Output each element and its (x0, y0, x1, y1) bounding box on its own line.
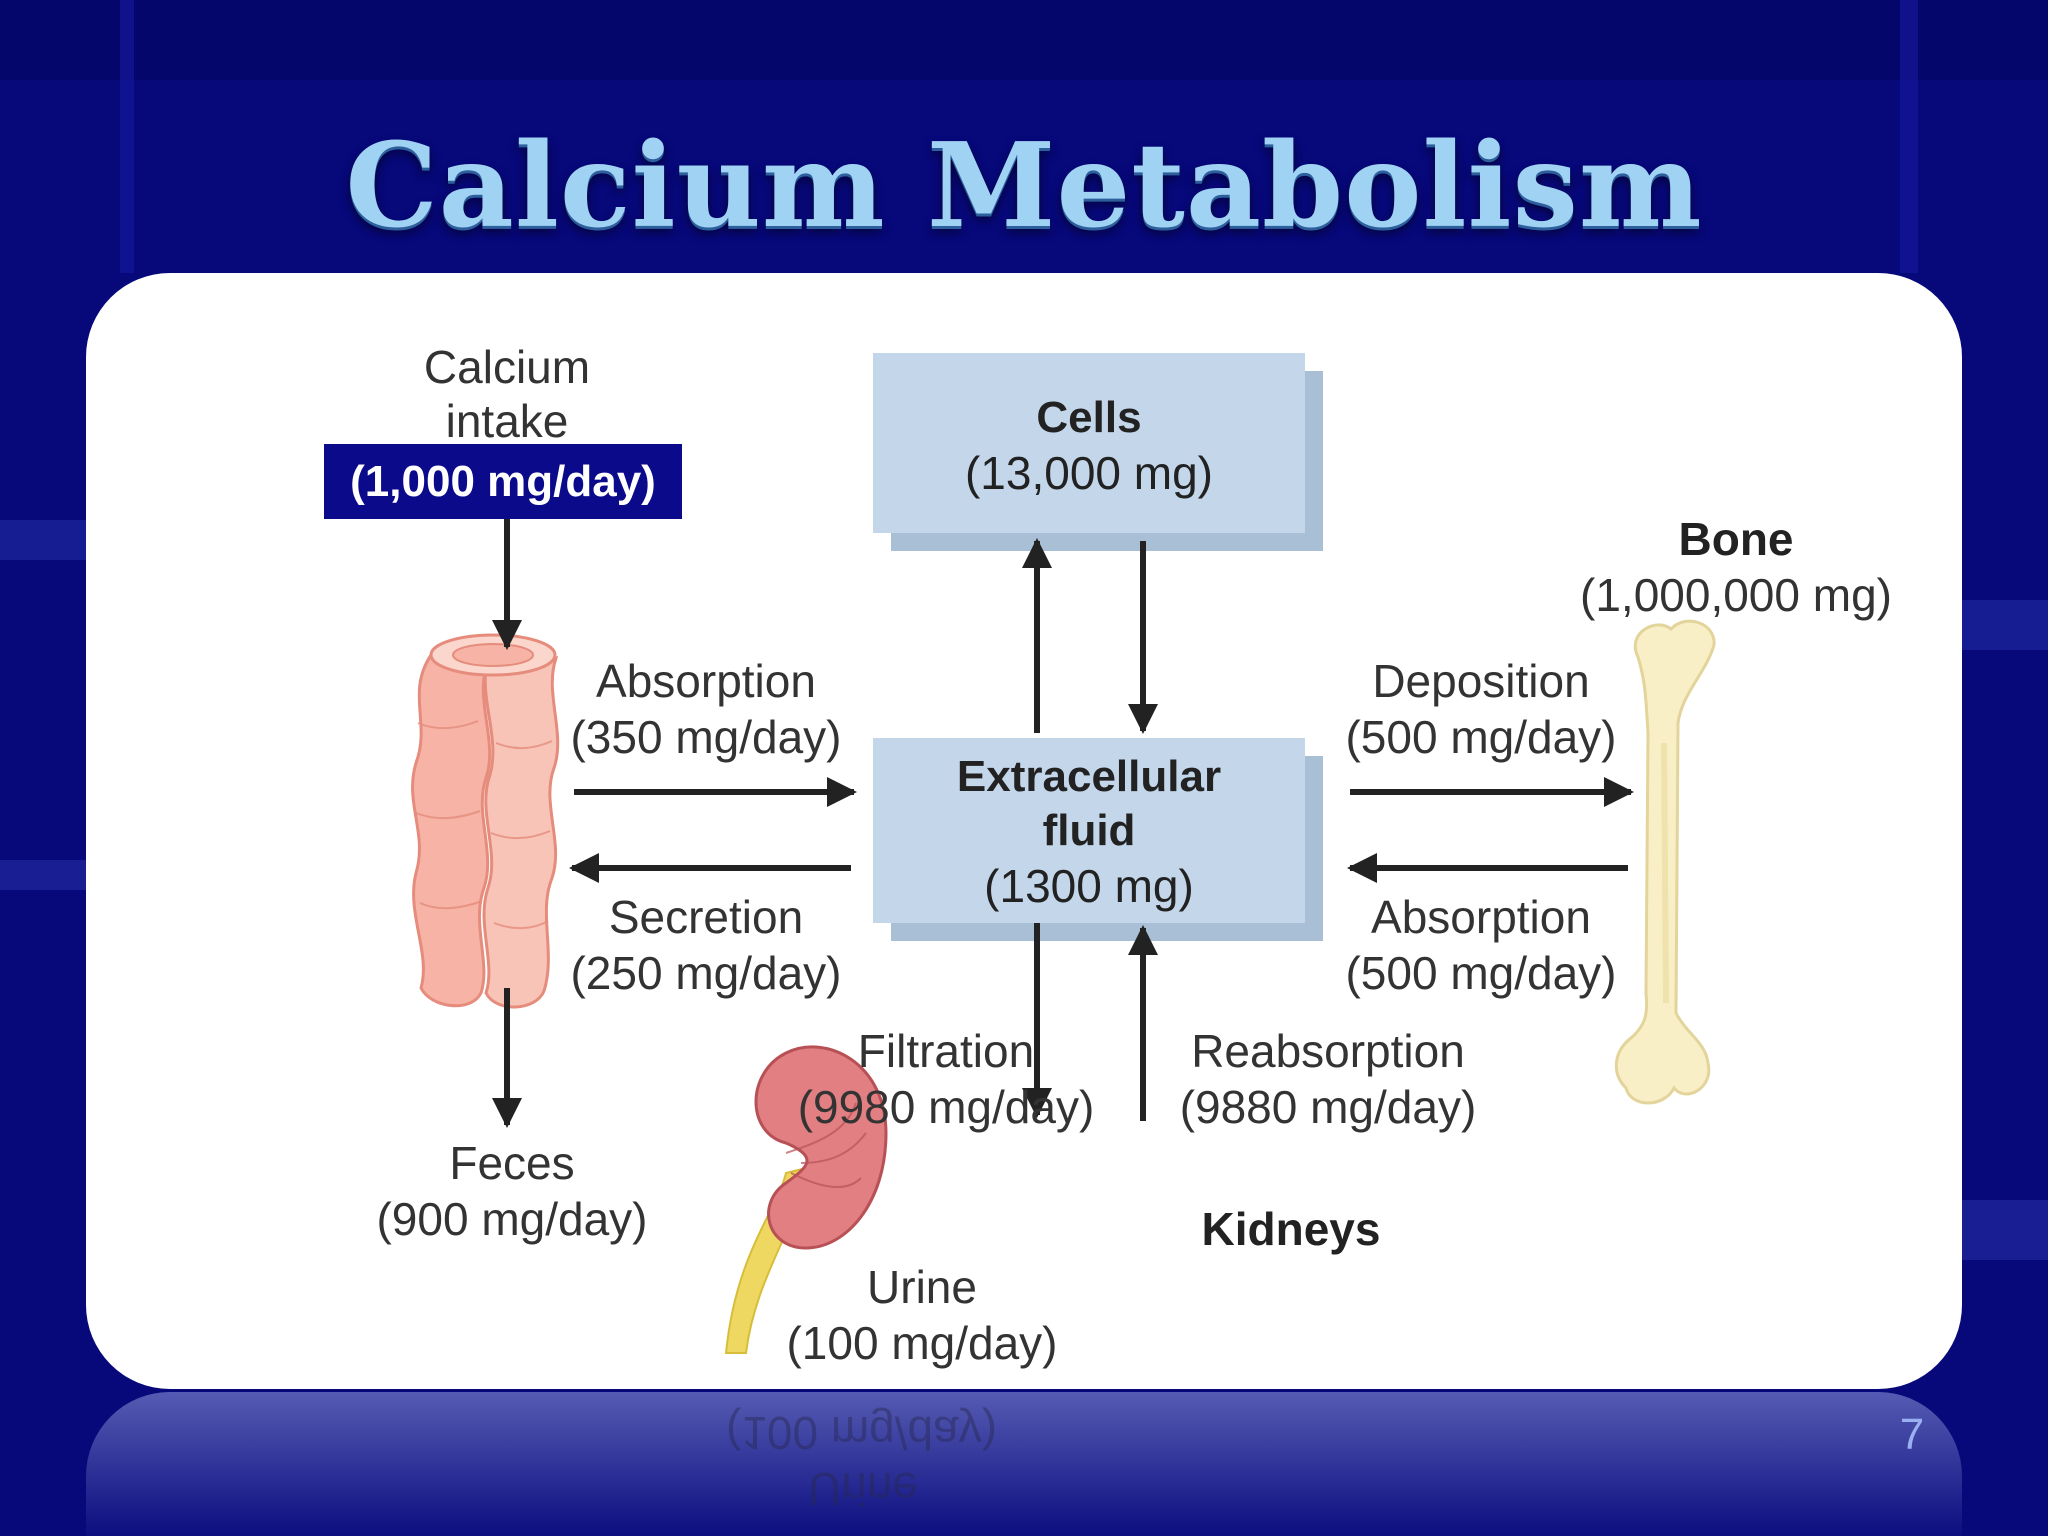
bone-icon (1614, 619, 1716, 1105)
bone-absorption-label: Absorption (1371, 891, 1591, 943)
intake-label-line2: intake (445, 395, 569, 447)
slide-title: Calcium Metabolism (345, 118, 1703, 254)
urine-amount: (100 mg/day) (786, 1317, 1058, 1369)
panel-reflection: (100 mg/day) Urine (86, 1392, 1962, 1536)
cells-box: Cells (13,000 mg) (873, 353, 1305, 533)
filtration-amount: (9980 mg/day) (797, 1081, 1095, 1133)
reabsorption-label: Reabsorption (1191, 1025, 1465, 1077)
reabsorption-amount: (9880 mg/day) (1179, 1081, 1477, 1133)
intestine-icon (411, 633, 560, 1009)
intake-label-line1: Calcium (423, 341, 591, 393)
ecf-line2: fluid (1042, 806, 1136, 855)
ecf-amount: (1300 mg) (984, 860, 1194, 912)
gut-absorption-label: Absorption (596, 655, 816, 707)
deposition-amount: (500 mg/day) (1345, 711, 1617, 763)
bone-amount: (1,000,000 mg) (1580, 569, 1892, 621)
reflection-urine-label: Urine (808, 1463, 918, 1515)
deposition-label: Deposition (1372, 655, 1590, 707)
urine-label: Urine (867, 1261, 977, 1313)
bone-absorption-amount: (500 mg/day) (1345, 947, 1617, 999)
filtration-label: Filtration (857, 1025, 1035, 1077)
diagram-panel: Cells (13,000 mg) Extracellular fluid (1… (86, 273, 1962, 1389)
gut-absorption-amount: (350 mg/day) (570, 711, 842, 763)
feces-amount: (900 mg/day) (376, 1193, 648, 1245)
kidney-icon (724, 1045, 888, 1354)
extracellular-fluid-box: Extracellular fluid (1300 mg) (873, 738, 1305, 923)
ecf-line1: Extracellular (956, 752, 1222, 801)
bone-name: Bone (1678, 513, 1794, 565)
feces-label: Feces (449, 1137, 575, 1189)
gut-secretion-label: Secretion (608, 891, 804, 943)
intake-amount-highlight: (1,000 mg/day) (324, 444, 682, 519)
cells-amount: (13,000 mg) (964, 447, 1213, 499)
kidneys-label: Kidneys (1201, 1203, 1381, 1255)
page-number: 7 (1899, 1410, 1925, 1459)
cells-name: Cells (1036, 393, 1142, 442)
reflection-urine-amount: (100 mg/day) (726, 1407, 998, 1459)
diagram-graphics (411, 519, 1716, 1354)
gut-secretion-amount: (250 mg/day) (570, 947, 842, 999)
